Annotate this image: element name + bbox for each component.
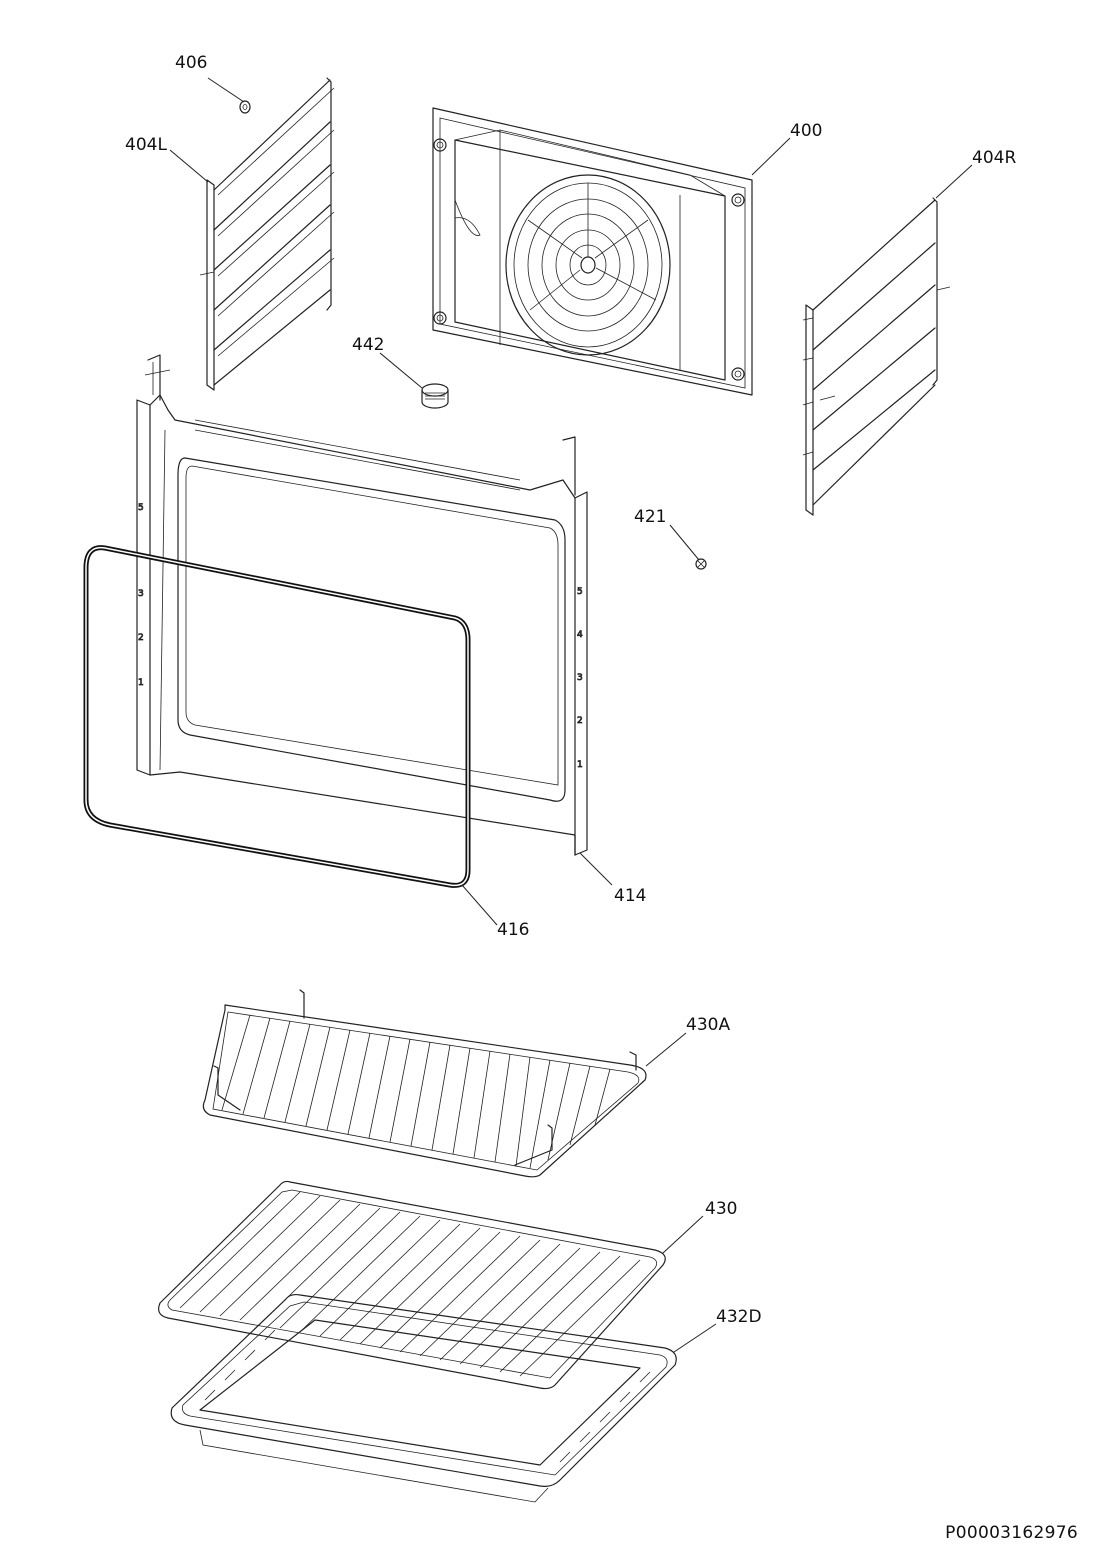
label-430: 430 [705, 1199, 737, 1219]
part-414-front-frame[interactable]: 5 3 2 1 5 4 3 2 1 [136, 354, 588, 856]
part-430A-wire-shelf[interactable] [202, 989, 647, 1178]
label-442: 442 [352, 335, 384, 355]
label-406: 406 [175, 53, 207, 73]
part-404L-left-shelf-support[interactable] [199, 77, 335, 391]
label-404R: 404R [972, 148, 1016, 168]
svg-text:1: 1 [577, 760, 583, 770]
label-421: 421 [634, 507, 666, 527]
svg-text:2: 2 [138, 633, 144, 643]
leader-lines [169, 77, 973, 1353]
label-432D: 432D [716, 1307, 762, 1327]
svg-text:2: 2 [577, 716, 583, 726]
svg-text:1: 1 [138, 678, 144, 688]
label-404L: 404L [125, 135, 167, 155]
part-421-screw[interactable] [695, 558, 707, 570]
svg-text:5: 5 [138, 503, 144, 513]
part-406-washer[interactable] [239, 100, 251, 114]
svg-text:4: 4 [577, 630, 583, 640]
label-400: 400 [790, 121, 822, 141]
part-404R-right-shelf-support[interactable] [802, 197, 951, 516]
part-400-back-panel-fan-cover[interactable] [432, 107, 753, 396]
part-432D-baking-tray[interactable] [170, 1293, 677, 1503]
label-414: 414 [614, 886, 646, 906]
label-416: 416 [497, 920, 529, 940]
part-416-door-gasket[interactable] [83, 545, 471, 888]
document-reference: P00003162976 [945, 1523, 1078, 1543]
part-labels: 406 404L 400 404R 442 421 414 416 430A 4… [125, 53, 1016, 1327]
svg-text:3: 3 [138, 589, 144, 599]
label-430A: 430A [686, 1015, 730, 1035]
svg-text:5: 5 [577, 587, 583, 597]
svg-text:3: 3 [577, 673, 583, 683]
part-442-lamp-cover[interactable] [421, 383, 449, 409]
